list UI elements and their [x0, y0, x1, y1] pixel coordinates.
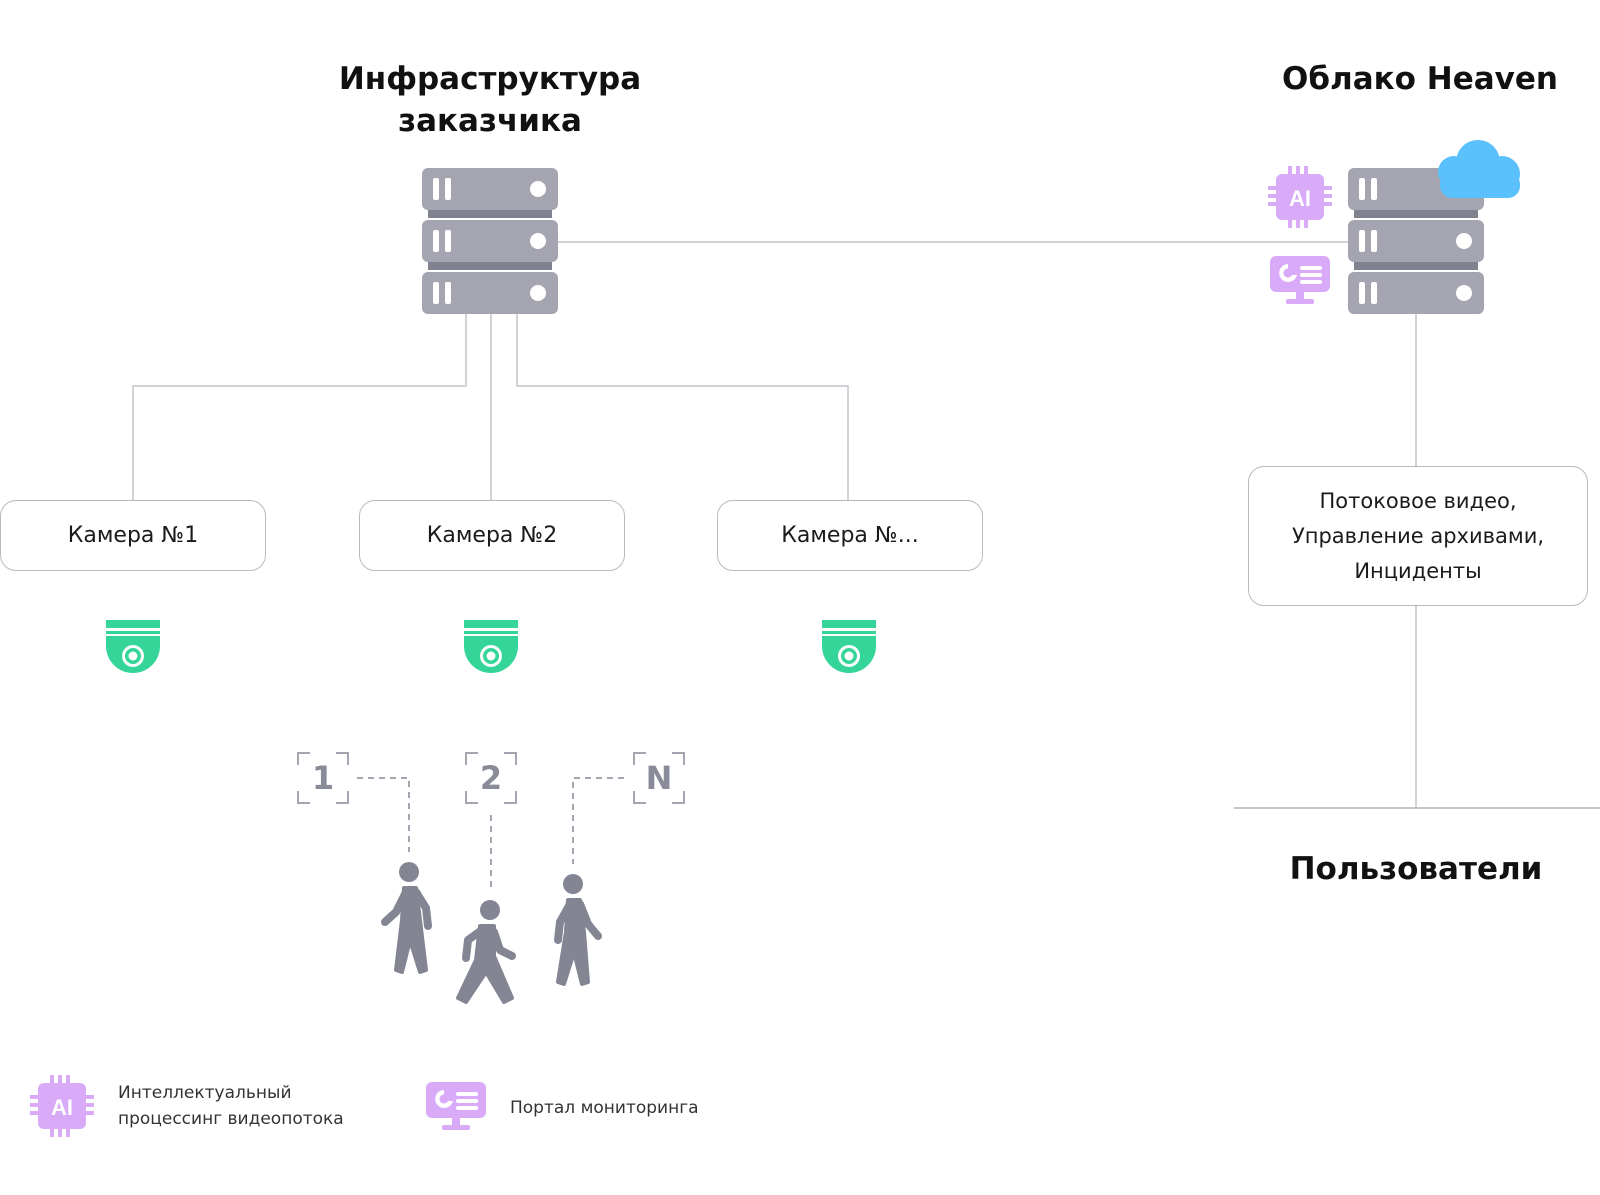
cloud-icon	[1438, 140, 1520, 198]
focus-bracket-icon	[633, 752, 685, 804]
tagN-connector	[572, 777, 624, 864]
camera-box-2[interactable]: Камера №2	[359, 500, 625, 571]
service-incidents: Инциденты	[1354, 558, 1482, 583]
track-tag-label: 2	[479, 759, 503, 797]
ai-chip-icon: AI	[1268, 166, 1332, 228]
cloud-title-text: Облако Heaven	[1282, 61, 1558, 97]
walking-person-icon	[554, 874, 602, 986]
legend-item-portal: Портал мониторинга	[426, 1082, 699, 1134]
track-tag-2: 2	[465, 752, 517, 804]
customer-infra-title: Инфраструктура заказчика	[310, 58, 670, 142]
monitoring-portal-icon	[426, 1082, 486, 1130]
users-title: Пользователи	[1236, 848, 1596, 890]
dome-camera-icon	[822, 620, 876, 673]
cloud-title: Облако Heaven	[1240, 58, 1600, 100]
legend-item-ai: AI Интеллектуальный процессинг видеопото…	[30, 1075, 344, 1137]
customer-infra-title-text: Инфраструктура заказчика	[338, 61, 642, 139]
users-title-text: Пользователи	[1289, 851, 1543, 887]
ai-chip-text: AI	[1289, 186, 1311, 211]
server-to-camera3-line	[516, 312, 849, 500]
dome-camera-icon	[106, 620, 160, 673]
camera-box-1[interactable]: Камера №1	[0, 500, 266, 571]
camera-label: Камера №...	[781, 523, 919, 548]
walking-person-icon	[456, 900, 516, 1004]
walking-person-icon	[381, 862, 432, 974]
camera-label: Камера №1	[67, 523, 199, 548]
server-to-camera1-line	[132, 312, 467, 500]
track-tag-label: 1	[311, 759, 335, 797]
legend-portal-label: Портал мониторинга	[510, 1095, 699, 1121]
service-archive-management: Управление архивами,	[1291, 523, 1545, 548]
legend-ai-line-2: процессинг видеопотока	[118, 1109, 344, 1129]
ai-chip-icon: AI	[30, 1075, 94, 1137]
camera-box-3[interactable]: Камера №...	[717, 500, 983, 571]
cloud-server-icon	[1348, 168, 1484, 314]
track-tag-label: N	[645, 759, 673, 797]
legend-portal-line-1: Портал мониторинга	[510, 1098, 699, 1118]
customer-server-icon	[422, 168, 558, 314]
camera-label: Камера №2	[426, 523, 558, 548]
dome-camera-icon	[464, 620, 518, 673]
focus-bracket-icon	[465, 752, 517, 804]
track-tag-n: N	[633, 752, 685, 804]
legend-ai-line-1: Интеллектуальный	[118, 1083, 292, 1103]
track-tag-1: 1	[297, 752, 349, 804]
tag1-connector	[357, 777, 410, 852]
legend-ai-chip-text: AI	[51, 1095, 73, 1120]
legend-ai-label: Интеллектуальный процессинг видеопотока	[118, 1080, 344, 1132]
cloud-services-box[interactable]: Потоковое видео, Управление архивами, Ин…	[1248, 466, 1588, 606]
service-streaming: Потоковое видео,	[1319, 488, 1517, 513]
monitoring-portal-icon	[1270, 256, 1330, 304]
focus-bracket-icon	[297, 752, 349, 804]
